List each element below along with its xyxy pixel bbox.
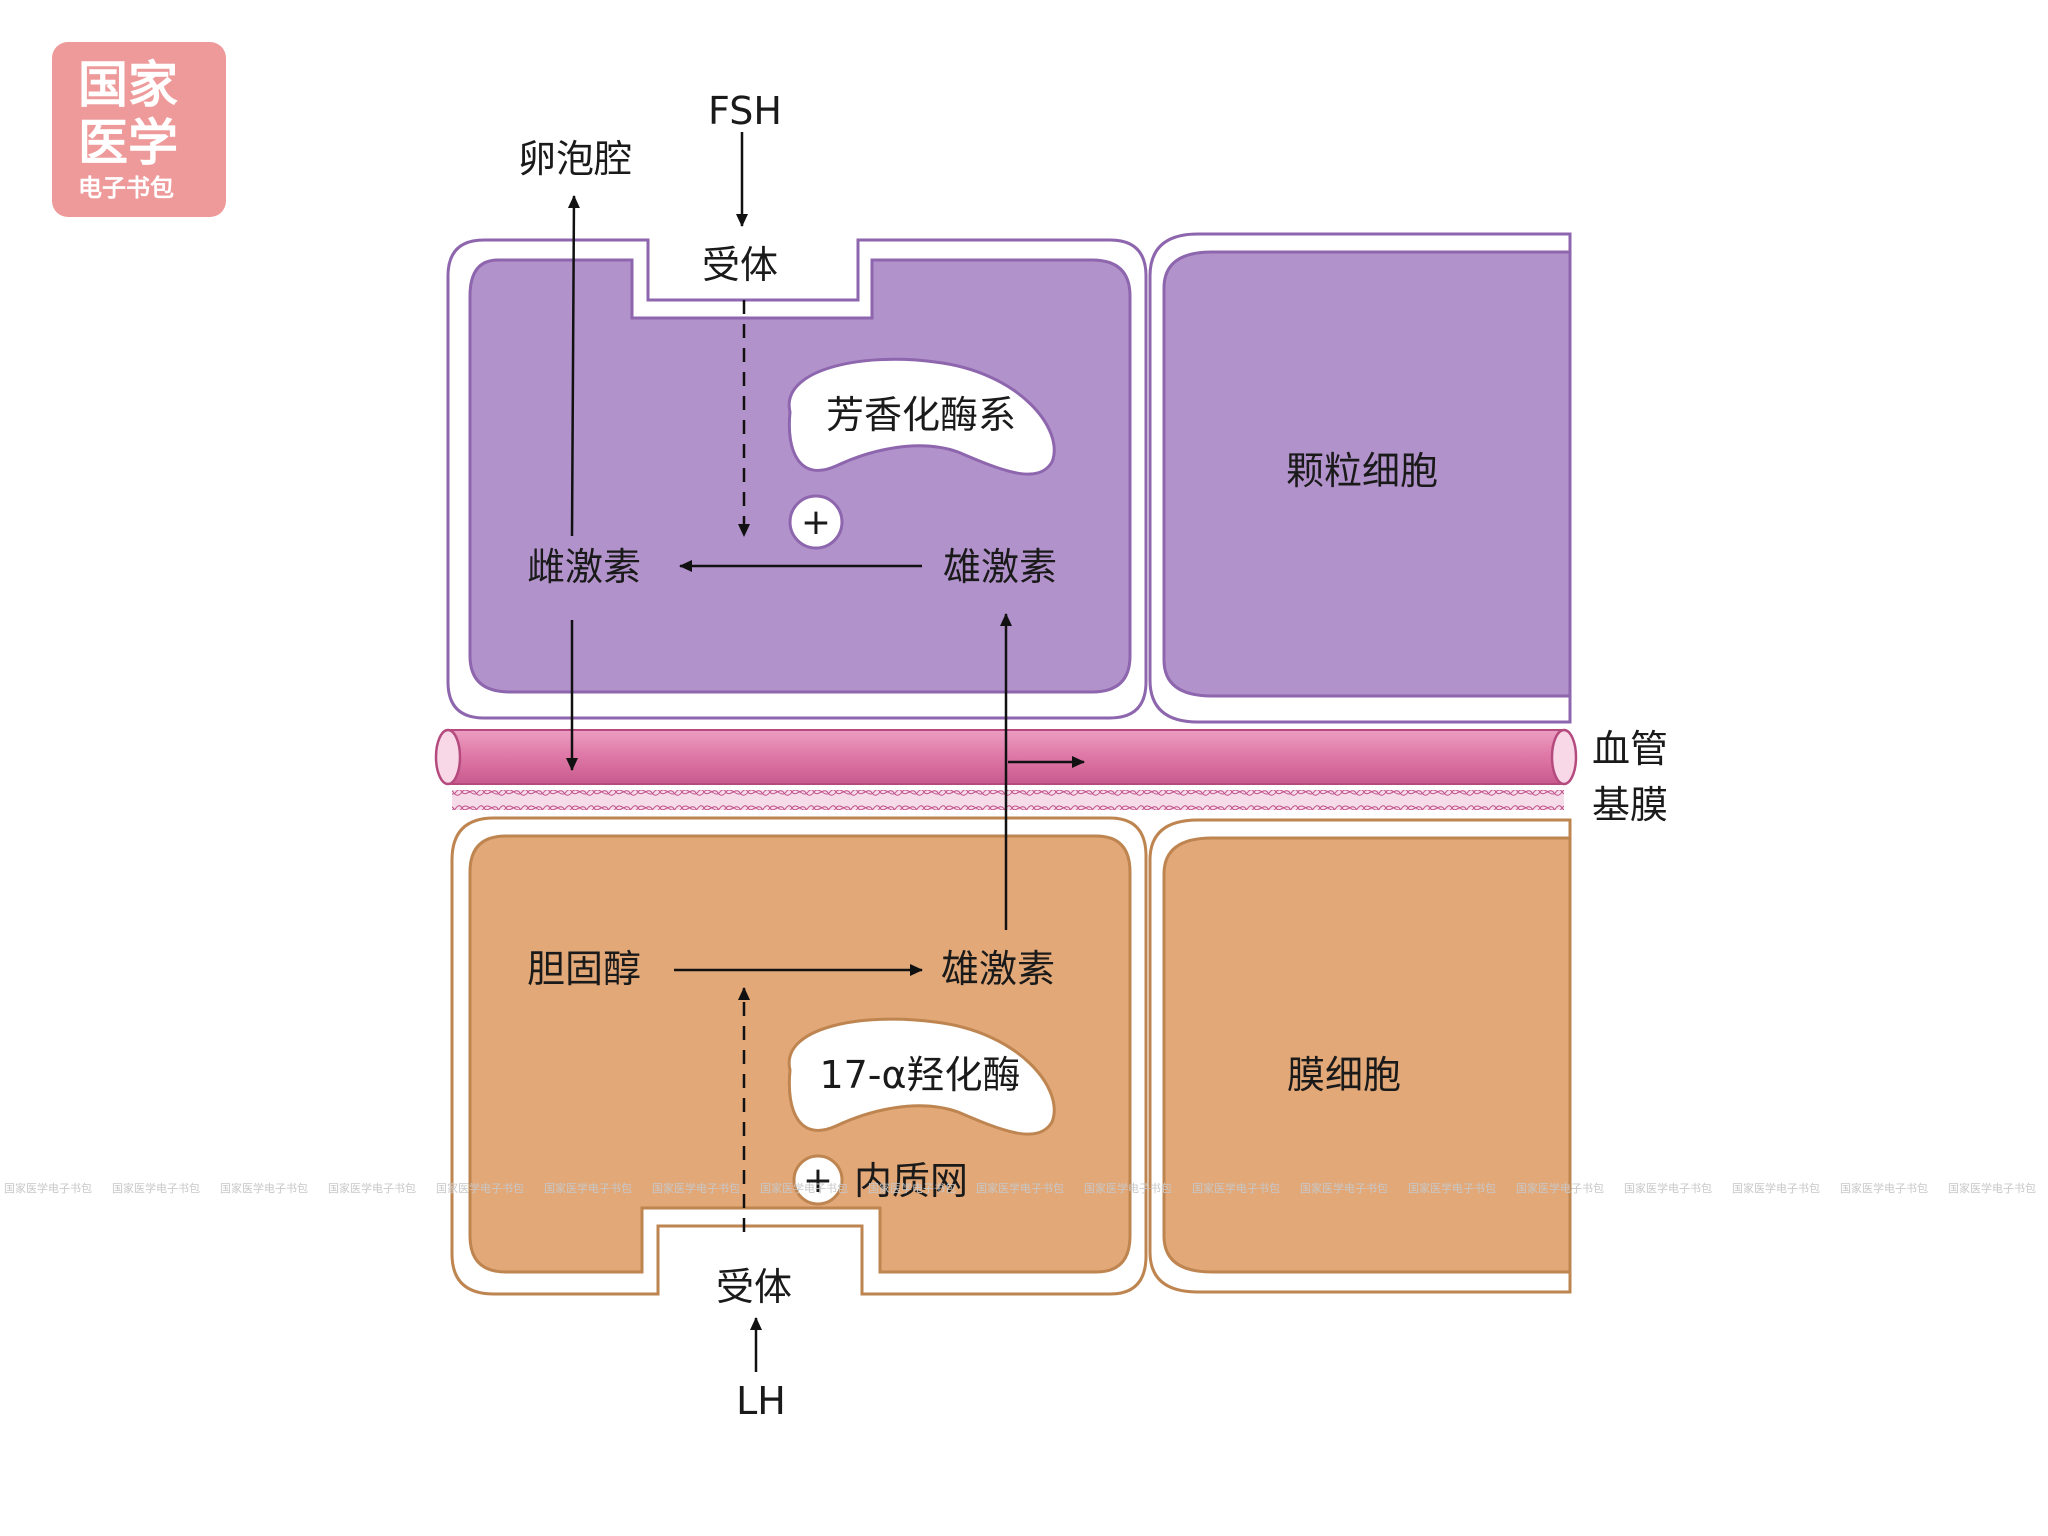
- watermark-text: 国家医学电子书包: [1732, 1181, 1820, 1195]
- label-cholesterol: 胆固醇: [527, 947, 641, 991]
- label-granulosa-cell: 颗粒细胞: [1286, 449, 1438, 493]
- publisher-logo: 国家 医学 电子书包: [52, 42, 226, 217]
- label-basement-membrane: 基膜: [1592, 783, 1668, 827]
- label-receptor-bottom: 受体: [716, 1265, 792, 1309]
- label-theca-cell: 膜细胞: [1287, 1053, 1401, 1097]
- label-androgen-bottom: 雄激素: [941, 947, 1055, 991]
- label-hydroxylase: 17-α羟化酶: [819, 1053, 1020, 1097]
- watermark-text: 国家医学电子书包: [1408, 1181, 1496, 1195]
- label-receptor-top: 受体: [702, 243, 778, 287]
- watermark-text: 国家医学电子书包: [220, 1181, 308, 1195]
- label-fsh: FSH: [708, 89, 782, 133]
- watermark-text: 国家医学电子书包: [1192, 1181, 1280, 1195]
- label-androgen-top: 雄激素: [943, 545, 1057, 589]
- label-endoplasmic-reticulum: 内质网: [854, 1159, 968, 1203]
- watermark-text: 国家医学电子书包: [1624, 1181, 1712, 1195]
- label-lh: LH: [736, 1379, 786, 1423]
- label-aromatase: 芳香化酶系: [826, 393, 1016, 437]
- aromatase-enzyme-blob: [787, 357, 1056, 476]
- watermark-text: 国家医学电子书包: [1840, 1181, 1928, 1195]
- plus-sign-top: +: [801, 502, 831, 543]
- watermark-text: 国家医学电子书包: [328, 1181, 416, 1195]
- watermark-text: 国家医学电子书包: [1300, 1181, 1388, 1195]
- granulosa-cell-left: [446, 238, 1148, 720]
- watermark-text: 国家医学电子书包: [1948, 1181, 2036, 1195]
- watermark-text: 国家医学电子书包: [112, 1181, 200, 1195]
- arrow-estrogen-to-antrum: [567, 195, 580, 537]
- watermark-text: 国家医学电子书包: [652, 1181, 740, 1195]
- granulosa-cell-right: [1148, 232, 1572, 724]
- label-antrum: 卵泡腔: [518, 137, 632, 181]
- basement-membrane: [452, 790, 1564, 810]
- label-blood-vessel: 血管: [1592, 727, 1668, 771]
- watermark-text: 国家医学电子书包: [4, 1181, 92, 1195]
- label-estrogen: 雌激素: [527, 545, 641, 589]
- watermark-text: 国家医学电子书包: [1516, 1181, 1604, 1195]
- plus-circle-bottom: +: [792, 1154, 844, 1206]
- watermark-text: 国家医学电子书包: [868, 1181, 956, 1195]
- watermark-strip: 国家医学电子书包 国家医学电子书包 国家医学电子书包 国家医学电子书包 国家医学电子书包…: [4, 1181, 2036, 1195]
- watermark-text: 国家医学电子书包: [544, 1181, 632, 1195]
- hydroxylase-enzyme-blob: [787, 1017, 1056, 1136]
- arrows: [566, 132, 1085, 1372]
- watermark-text: 国家医学电子书包: [760, 1181, 848, 1195]
- theca-cell-right: [1148, 818, 1572, 1294]
- watermark-text: 国家医学电子书包: [436, 1181, 524, 1195]
- plus-sign-bottom: +: [803, 1160, 833, 1201]
- logo-line-1: 国家: [78, 55, 178, 114]
- watermark-text: 国家医学电子书包: [976, 1181, 1064, 1195]
- logo-line-3: 电子书包: [78, 173, 174, 202]
- watermark-text: 国家医学电子书包: [1084, 1181, 1172, 1195]
- logo-line-2: 医学: [78, 113, 178, 172]
- plus-circle-top: +: [788, 494, 844, 550]
